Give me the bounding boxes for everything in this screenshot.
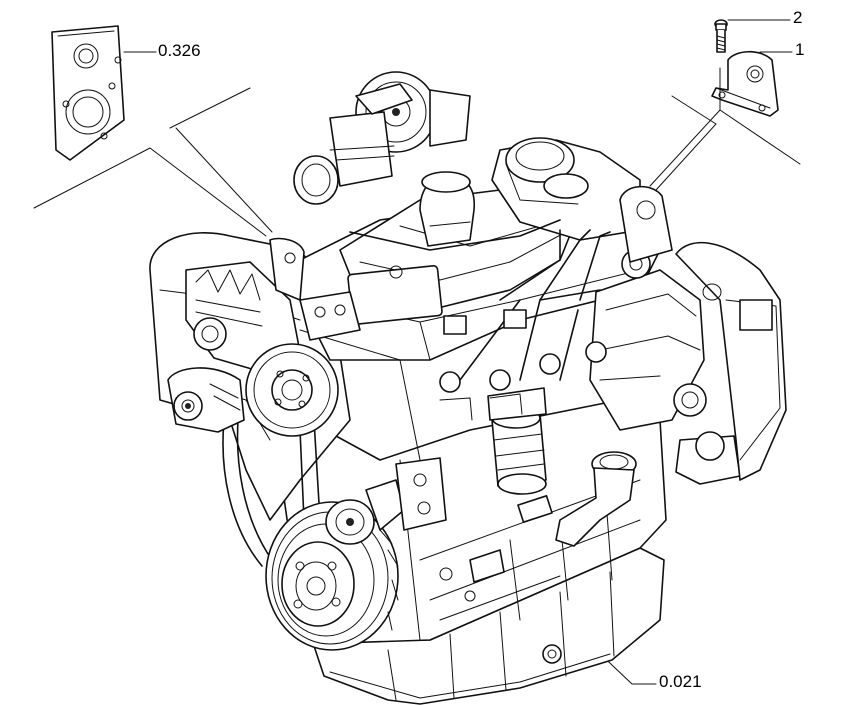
exhaust-manifold bbox=[269, 237, 361, 341]
lift-bracket bbox=[619, 185, 673, 263]
callout-bracket-label: 1 bbox=[795, 40, 805, 59]
fuel-lines bbox=[349, 219, 611, 381]
injectors bbox=[439, 309, 607, 421]
intake-elbow bbox=[419, 171, 475, 247]
breather bbox=[491, 137, 641, 241]
bolt-part bbox=[714, 19, 728, 53]
flywheel-housing bbox=[675, 241, 787, 481]
turbocharger bbox=[293, 71, 471, 205]
bracket-part bbox=[711, 50, 779, 117]
tensioner bbox=[167, 367, 245, 433]
injection-pump bbox=[589, 249, 741, 485]
oil-filler bbox=[555, 451, 637, 547]
callout-gasket-label: 0.326 bbox=[158, 41, 201, 60]
starter-motor bbox=[395, 457, 447, 531]
callout-bolt-label: 2 bbox=[793, 8, 803, 27]
fuel-filter bbox=[487, 387, 547, 495]
leader-lines bbox=[33, 19, 801, 685]
engine-assembly bbox=[149, 71, 787, 705]
alternator bbox=[185, 261, 301, 373]
water-pump-pulley bbox=[245, 343, 339, 437]
gasket-part bbox=[51, 25, 125, 161]
callout-engine-label: 0.021 bbox=[659, 672, 702, 691]
